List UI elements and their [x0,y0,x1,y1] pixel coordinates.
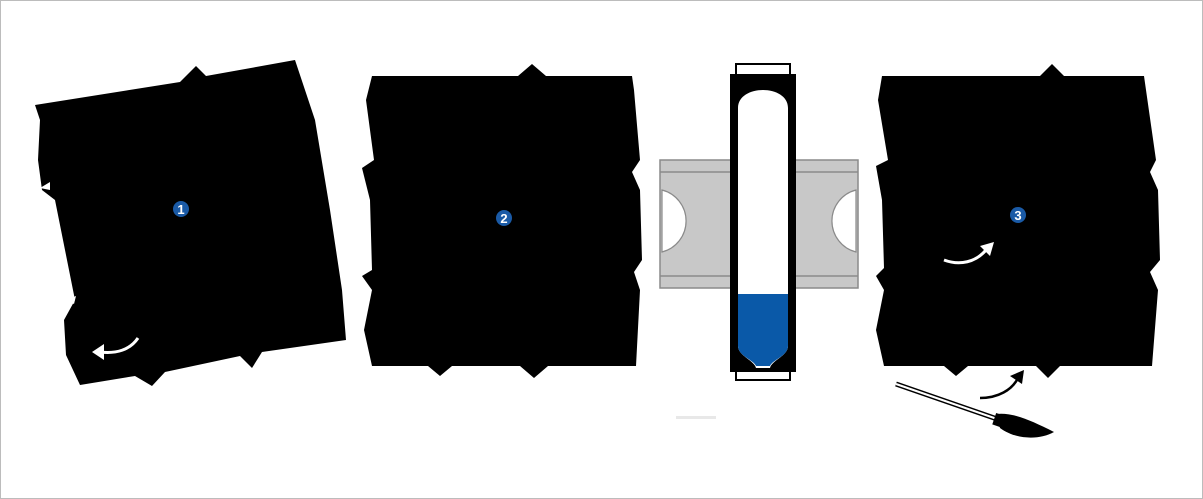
screwdriver-icon [895,381,1054,438]
fuse-cartridge [730,63,796,381]
step-3-lever-arrow-icon [979,370,1024,400]
step-1-arrow-icon [92,337,140,360]
shadow-line [676,416,716,419]
fuse-liquid [738,294,788,366]
step-badge-3: 3 [1010,207,1026,223]
step-1-housing [35,60,346,386]
step-3-release-arrow-icon [943,242,994,265]
step-badge-1: 1 [173,201,189,217]
step-number-1: 1 [177,202,184,217]
step-badge-2: 2 [496,210,512,226]
step-number-2: 2 [500,211,507,226]
step-number-3: 3 [1014,208,1021,223]
